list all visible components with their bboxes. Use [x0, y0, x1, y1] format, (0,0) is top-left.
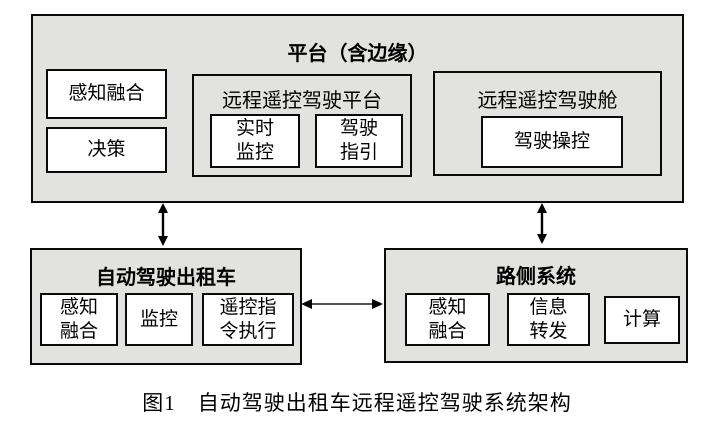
- roadside-computing-box: 计算: [604, 296, 680, 344]
- platform-title: 平台（含边缘）: [287, 43, 428, 65]
- driving-guidance-label: 驾驶 指引: [339, 118, 378, 163]
- robotaxi-title: 自动驾驶出租车: [96, 267, 236, 289]
- remote-cockpit-title: 远程遥控驾驶舱: [477, 90, 618, 112]
- arrow-platform-roadside: [537, 203, 547, 244]
- robotaxi-monitoring-box: 监控: [125, 293, 193, 346]
- remote-cockpit-group: 远程遥控驾驶舱 驾驶操控: [433, 71, 662, 176]
- roadside-perception-fusion-label: 感知 融合: [428, 296, 467, 342]
- figure-caption: 图1 自动驾驶出租车远程遥控驾驶系统架构: [142, 391, 572, 415]
- driving-guidance-box: 驾驶 指引: [315, 114, 403, 168]
- robotaxi-monitoring-label: 监控: [139, 308, 178, 330]
- platform-perception-fusion-label: 感知融合: [68, 83, 145, 104]
- roadside-title: 路侧系统: [496, 266, 576, 288]
- platform-decision-box: 决策: [46, 127, 167, 173]
- roadside-box: 路侧系统 感知 融合 信息 转发 计算: [384, 248, 688, 363]
- roadside-computing-label: 计算: [622, 309, 661, 330]
- realtime-monitoring-box: 实时 监控: [210, 114, 300, 168]
- remote-driving-platform-group: 远程遥控驾驶平台 实时 监控 驾驶 指引: [192, 74, 412, 177]
- robotaxi-box: 自动驾驶出租车 感知 融合 监控 遥控指 令执行: [30, 248, 302, 365]
- driving-control-label: 驾驶操控: [513, 131, 590, 152]
- robotaxi-perception-fusion-box: 感知 融合: [40, 293, 118, 346]
- platform-box: 平台（含边缘） 感知融合 决策 远程遥控驾驶平台 实时 监控 驾驶 指引: [31, 14, 684, 203]
- robotaxi-perception-fusion-label: 感知 融合: [59, 296, 98, 342]
- robotaxi-remote-command-box: 遥控指 令执行: [202, 293, 294, 346]
- platform-decision-label: 决策: [87, 139, 126, 160]
- driving-control-box: 驾驶操控: [481, 116, 623, 168]
- roadside-perception-fusion-box: 感知 融合: [405, 293, 490, 346]
- realtime-monitoring-label: 实时 监控: [235, 118, 274, 163]
- roadside-info-forwarding-label: 信息 转发: [529, 296, 568, 342]
- robotaxi-remote-command-label: 遥控指 令执行: [219, 296, 277, 342]
- arrow-platform-robotaxi: [158, 203, 168, 246]
- roadside-info-forwarding-box: 信息 转发: [507, 293, 590, 346]
- platform-perception-fusion-box: 感知融合: [46, 69, 167, 119]
- arrow-robotaxi-roadside: [301, 299, 383, 309]
- remote-driving-platform-title: 远程遥控驾驶平台: [222, 90, 382, 112]
